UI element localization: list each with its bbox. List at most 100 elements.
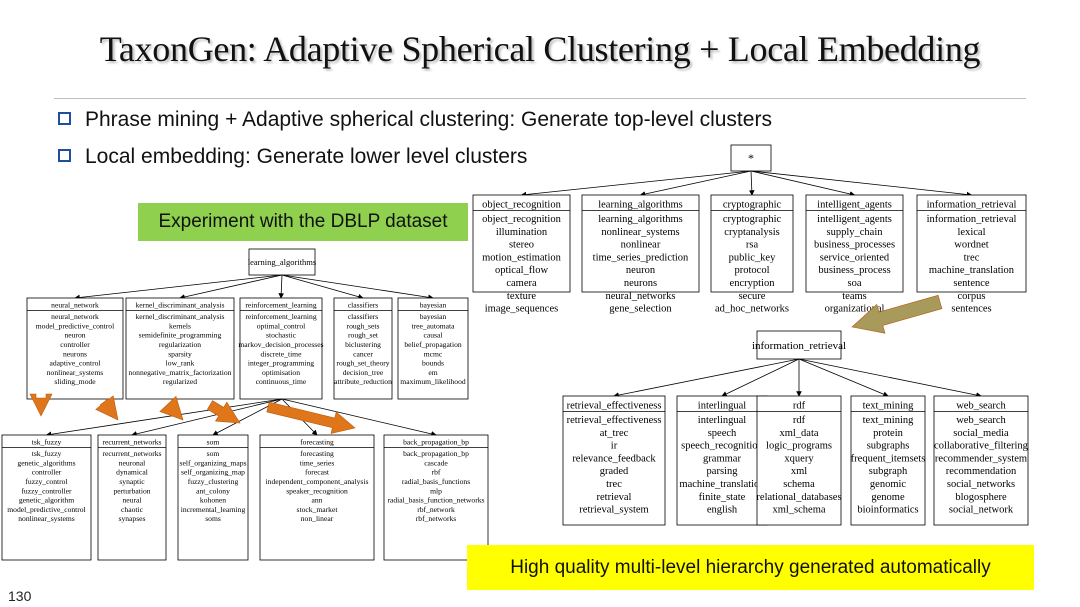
cluster-term: kohonen xyxy=(200,496,226,505)
cluster-term: xquery xyxy=(784,453,814,464)
cluster-term: cancer xyxy=(353,349,373,358)
cluster-term: encryption xyxy=(730,278,776,289)
cluster-title: neural_network xyxy=(51,301,99,310)
cluster-term: social_media xyxy=(953,428,1009,439)
tree-edge xyxy=(45,398,283,438)
cluster-intelligent_agents: intelligent_agentsintelligent_agentssupp… xyxy=(805,194,904,315)
cluster-term: object_recognition xyxy=(482,214,561,225)
cluster-retrieval_effectiveness: retrieval_effectivenessretrieval_effecti… xyxy=(562,395,666,526)
cluster-title: back_propagation_bp xyxy=(403,438,469,447)
cluster-term: neurons xyxy=(624,278,657,289)
cluster-title: learning_algorithms xyxy=(598,200,683,211)
cluster-term: xml_schema xyxy=(772,505,825,516)
node-label: information_retrieval xyxy=(752,340,846,352)
cluster-term: protocol xyxy=(735,265,770,276)
cluster-term: rsa xyxy=(746,240,759,251)
cluster-term: trec xyxy=(964,252,980,263)
cluster-term: continuous_time xyxy=(256,377,307,386)
cluster-term: schema xyxy=(783,479,815,490)
cluster-title: bayesian xyxy=(420,301,447,310)
cluster-term: rbf_networks xyxy=(416,514,457,523)
cluster-term: speaker_recognition xyxy=(286,486,348,495)
cluster-term: illumination xyxy=(496,227,548,238)
tree-edge xyxy=(520,170,752,198)
cluster-term: time_series xyxy=(300,458,335,467)
cluster-term: grammar xyxy=(703,453,741,464)
cluster-interlingual: interlingualinterlingualspeechspeech_rec… xyxy=(676,395,768,526)
cluster-term: relevance_feedback xyxy=(572,453,656,464)
cluster-neural_network: neural_networkneural_networkmodel_predic… xyxy=(26,297,124,400)
cluster-term: camera xyxy=(506,278,537,289)
cluster-term: machine_translation xyxy=(679,479,765,490)
cluster-term: som xyxy=(207,449,220,458)
cluster-term: nonlinear_systems xyxy=(18,514,75,523)
node-label: * xyxy=(748,151,754,165)
cluster-term: mcmc xyxy=(424,349,443,358)
cluster-tsk_fuzzy: tsk_fuzzytsk_fuzzygenetic_algorithmscont… xyxy=(1,434,92,561)
cluster-term: public_key xyxy=(729,252,776,263)
cluster-term: blogosphere xyxy=(955,492,1007,503)
cluster-term: radial_basis_functions xyxy=(402,477,470,486)
cluster-term: controller xyxy=(32,468,62,477)
cluster-term: radial_basis_function_networks xyxy=(387,496,484,505)
cluster-term: classifiers xyxy=(348,312,378,321)
cluster-term: neural_network xyxy=(51,312,99,321)
cluster-term: time_series_prediction xyxy=(593,252,689,263)
cluster-title: forecasting xyxy=(300,438,334,447)
cluster-title: object_recognition xyxy=(482,200,561,211)
cluster-term: english xyxy=(707,505,738,516)
cluster-term: cryptographic xyxy=(723,214,782,225)
cluster-term: retrieval_system xyxy=(579,505,648,516)
cluster-term: business_process xyxy=(818,265,890,276)
cluster-title: cryptographic xyxy=(723,200,782,211)
cluster-term: tree_automata xyxy=(411,321,455,330)
cluster-term: trec xyxy=(606,479,622,490)
tree-edge xyxy=(281,398,437,437)
cluster-term: rough_sets xyxy=(347,321,380,330)
cluster-term: secure xyxy=(739,291,766,302)
cluster-term: information_retrieval xyxy=(927,214,1017,225)
cluster-term: stock_market xyxy=(297,505,339,514)
checkbox-bullet-icon xyxy=(58,149,71,162)
cluster-term: optimal_control xyxy=(257,321,306,330)
cluster-term: parsing xyxy=(707,466,739,477)
cluster-term: model_predictive_control xyxy=(7,505,85,514)
cluster-term: lexical xyxy=(958,227,986,238)
cluster-term: sliding_mode xyxy=(54,377,96,386)
cluster-bayesian: bayesianbayesiantree_automatacausalbelie… xyxy=(397,297,469,400)
cluster-term: neurons xyxy=(63,349,87,358)
cluster-title: text_mining xyxy=(863,401,914,412)
cluster-rdf: rdfrdfxml_datalogic_programsxqueryxmlsch… xyxy=(756,395,842,526)
cluster-term: interlingual xyxy=(698,415,746,426)
cluster-term: em xyxy=(428,368,437,377)
tree-edge xyxy=(281,274,364,300)
slide-title: TaxonGen: Adaptive Spherical Clustering … xyxy=(99,29,981,69)
cluster-term: integer_programming xyxy=(248,359,314,368)
checkbox-bullet-icon xyxy=(58,112,71,125)
cluster-term: fuzzy_control xyxy=(25,477,67,486)
tree-edge xyxy=(131,398,283,437)
cluster-term: learning_algorithms xyxy=(598,214,683,225)
cluster-term: genetic_algorithms xyxy=(17,458,75,467)
cluster-term: neural xyxy=(123,496,142,505)
cluster-term: business_processes xyxy=(814,240,895,251)
tree-edge xyxy=(749,170,755,196)
block-arrow-icon xyxy=(159,395,184,421)
cluster-title: recurrent_networks xyxy=(102,438,161,447)
cluster-term: optimisation xyxy=(262,368,300,377)
cluster-term: fuzzy_clustering xyxy=(188,477,239,486)
quality-callout: High quality multi-level hierarchy gener… xyxy=(467,545,1034,590)
cluster-term: forecast xyxy=(305,468,330,477)
cluster-term: sentence xyxy=(953,278,989,289)
cluster-term: ann xyxy=(312,496,323,505)
cluster-term: kernels xyxy=(169,321,191,330)
cluster-back_propagation_bp: back_propagation_bpback_propagation_bpca… xyxy=(383,434,489,561)
cluster-term: speech_recognition xyxy=(681,441,763,452)
dblp-callout: Experiment with the DBLP dataset xyxy=(138,203,468,241)
cluster-term: supply_chain xyxy=(827,227,884,238)
cluster-term: xml xyxy=(791,466,807,477)
cluster-title: classifiers xyxy=(348,301,378,310)
cluster-term: self_organizing_maps xyxy=(180,458,247,467)
cluster-term: regularization xyxy=(159,340,201,349)
